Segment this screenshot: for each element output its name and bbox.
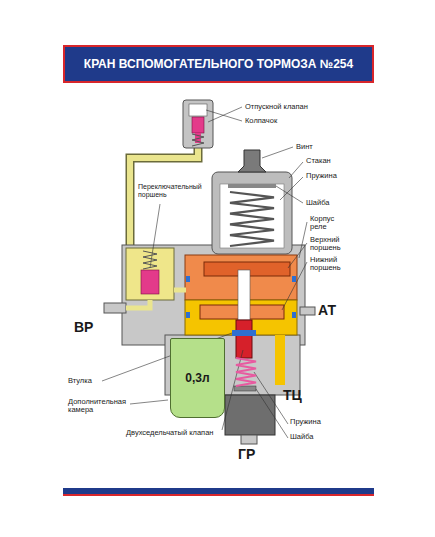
- relay-housing: [122, 245, 305, 345]
- part-label: Втулка: [68, 377, 92, 385]
- part-label: Дополнительная камера: [68, 398, 130, 415]
- port-label: ВР: [74, 320, 93, 335]
- release-valve-piston: [192, 117, 204, 133]
- part-label: Верхний поршень: [310, 236, 350, 253]
- part-label: Стакан: [306, 157, 331, 165]
- washer: [228, 184, 276, 188]
- port-label: ГР: [238, 447, 255, 462]
- spring-coil: [236, 358, 256, 386]
- part-label: Двухседельчатый клапан: [126, 429, 222, 437]
- part-label: Пружина: [290, 418, 321, 426]
- spring-coil: [192, 134, 204, 146]
- bushing: [232, 330, 256, 336]
- title-band: КРАН ВСПОМОГАТЕЛЬНОГО ТОРМОЗА №254: [63, 45, 374, 83]
- switch-block: [126, 248, 174, 300]
- stem: [238, 270, 250, 320]
- part-label: Отпускной клапан: [245, 103, 308, 111]
- valve-cap: [225, 395, 275, 435]
- cap: [189, 104, 207, 116]
- at-port: [300, 307, 315, 315]
- bottom-line: [63, 494, 374, 496]
- switching-piston: [141, 270, 159, 294]
- part-label: Корпус реле: [310, 215, 350, 232]
- seal: [186, 276, 190, 282]
- spring-coil: [143, 251, 157, 269]
- part-label: Нижний поршень: [310, 256, 350, 273]
- gr-port: [241, 435, 257, 444]
- part-label: Колпачок: [245, 117, 277, 125]
- part-label: Пружина: [306, 172, 337, 180]
- release-valve-body: [183, 100, 213, 148]
- seal: [292, 276, 296, 282]
- leader-lines: [102, 107, 307, 438]
- chamber-box: 0,3л: [170, 338, 225, 418]
- part-label: Переключательный поршень: [138, 183, 208, 198]
- vr-channel: [126, 300, 150, 308]
- double-seat-valve: [236, 320, 252, 358]
- tc-channel: [275, 335, 285, 385]
- title: КРАН ВСПОМОГАТЕЛЬНОГО ТОРМОЗА №254: [84, 57, 353, 71]
- vr-port: [104, 303, 126, 313]
- seal: [292, 312, 296, 318]
- port-label: АТ: [318, 303, 336, 318]
- volume-label: 0,3л: [185, 371, 209, 385]
- pipe-outline: [130, 148, 198, 248]
- seal: [186, 312, 190, 318]
- pipe: [130, 148, 198, 248]
- part-label: Винт: [296, 143, 313, 151]
- port-label: ТЦ: [283, 388, 302, 403]
- channel: [174, 288, 186, 293]
- stakan: [212, 172, 292, 254]
- bottom-bar: [63, 488, 374, 494]
- part-label: Шайба: [290, 433, 314, 441]
- part-label: Шайба: [306, 199, 330, 207]
- spring-coil: [230, 192, 274, 246]
- screw: [238, 150, 266, 172]
- spring-chamber: [220, 184, 284, 248]
